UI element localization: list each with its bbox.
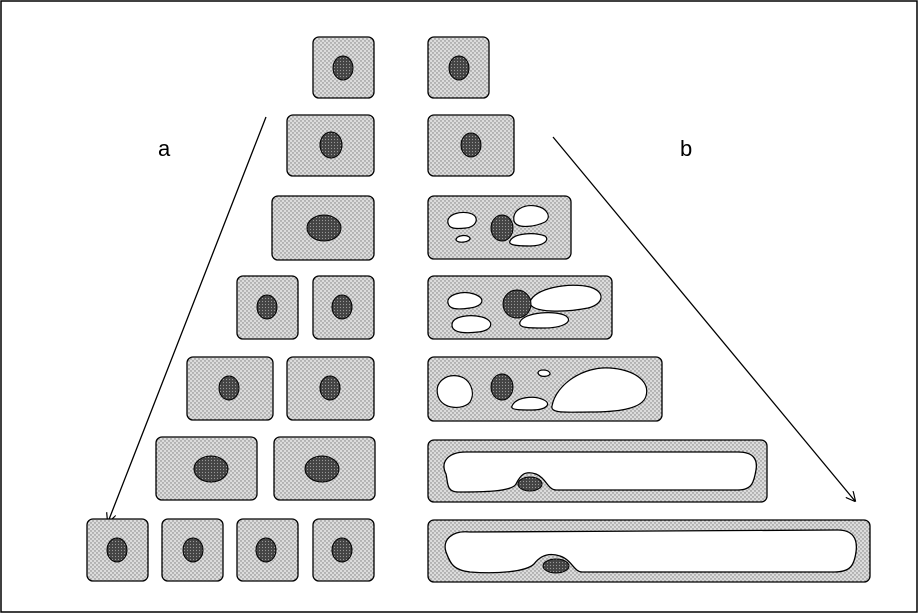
vacuole [455, 234, 471, 243]
vacuole [519, 312, 570, 329]
cell [427, 519, 871, 583]
cell [427, 195, 572, 260]
nucleus [460, 132, 482, 158]
arrow-b [552, 136, 855, 501]
vacuole [551, 367, 648, 413]
nucleus [542, 558, 570, 574]
vacuole [447, 291, 483, 310]
nucleus [106, 537, 128, 563]
nucleus [517, 476, 543, 492]
vacuole [451, 315, 492, 334]
cell [312, 518, 375, 582]
arrow-a [108, 116, 267, 522]
cell [186, 356, 274, 421]
nucleus [319, 131, 343, 159]
vacuole [511, 396, 549, 411]
cell [286, 114, 375, 177]
nucleus [306, 214, 342, 242]
vacuole [529, 284, 602, 312]
nucleus [331, 537, 353, 563]
nucleus [319, 375, 341, 401]
cell [427, 36, 490, 99]
pathway-b-cells [427, 36, 871, 583]
cell [86, 518, 149, 582]
vacuole [513, 205, 549, 227]
central-vacuole [444, 529, 858, 574]
cell [161, 518, 224, 582]
cell [273, 436, 376, 501]
cell [155, 436, 258, 501]
pathway-a-cells [86, 36, 376, 582]
cell [427, 439, 768, 503]
cell [312, 36, 375, 99]
label-a: a [158, 136, 171, 161]
cell [286, 356, 375, 421]
cell [427, 275, 613, 340]
nucleus [304, 455, 340, 483]
nucleus [490, 214, 514, 242]
nucleus [331, 294, 353, 320]
cell [427, 114, 515, 177]
vacuole [447, 211, 477, 230]
cell [271, 195, 375, 261]
cell [427, 356, 663, 422]
nucleus [490, 373, 514, 401]
nucleus [182, 537, 204, 563]
cell [312, 275, 375, 340]
nucleus [256, 294, 278, 320]
vacuole [537, 369, 551, 377]
nucleus [332, 55, 354, 81]
vacuole [436, 375, 473, 408]
nucleus [255, 537, 277, 563]
nucleus [218, 375, 240, 401]
cell [236, 275, 299, 340]
cell [236, 518, 299, 582]
vacuole [509, 233, 548, 247]
nucleus [193, 455, 229, 483]
nucleus [502, 289, 532, 319]
label-b: b [680, 136, 692, 161]
nucleus [448, 55, 470, 81]
central-vacuole [443, 451, 758, 493]
